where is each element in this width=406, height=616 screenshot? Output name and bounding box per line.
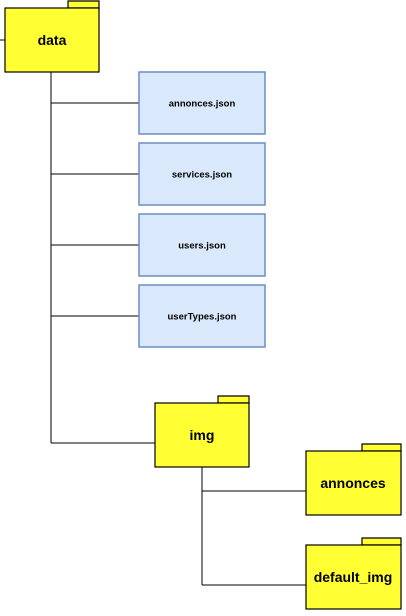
file-usertypes-json[interactable]: userTypes.json <box>138 284 266 348</box>
file-annonces-json-box <box>138 71 266 135</box>
folder-img-label: img <box>190 427 215 443</box>
folder-default-img[interactable]: default_img <box>305 537 402 610</box>
folder-img-tab <box>217 395 250 404</box>
folder-img[interactable]: img <box>154 395 250 468</box>
folder-data-tab <box>67 0 100 9</box>
file-services-json-label: services.json <box>172 170 232 181</box>
file-users-json-box <box>138 213 266 277</box>
connectors <box>0 39 306 586</box>
file-users-json[interactable]: users.json <box>138 213 266 277</box>
folder-data[interactable]: data <box>4 0 100 73</box>
folder-img-body <box>154 402 250 468</box>
file-users-json-label: users.json <box>178 241 226 252</box>
folder-annonces[interactable]: annonces <box>305 443 402 516</box>
file-services-json[interactable]: services.json <box>138 142 266 206</box>
folder-annonces-body <box>305 450 402 516</box>
folder-default-img-body <box>305 544 402 610</box>
file-usertypes-json-label: userTypes.json <box>168 312 237 323</box>
file-annonces-json[interactable]: annonces.json <box>138 71 266 135</box>
folder-data-body <box>4 7 100 73</box>
folder-default-img-label: default_img <box>314 569 393 585</box>
file-services-json-box <box>138 142 266 206</box>
folder-data-label: data <box>38 32 67 48</box>
folder-annonces-tab <box>361 443 402 452</box>
file-usertypes-json-box <box>138 284 266 348</box>
folder-default-img-tab <box>361 537 402 546</box>
folder-annonces-label: annonces <box>320 475 386 491</box>
file-annonces-json-label: annonces.json <box>169 99 236 110</box>
